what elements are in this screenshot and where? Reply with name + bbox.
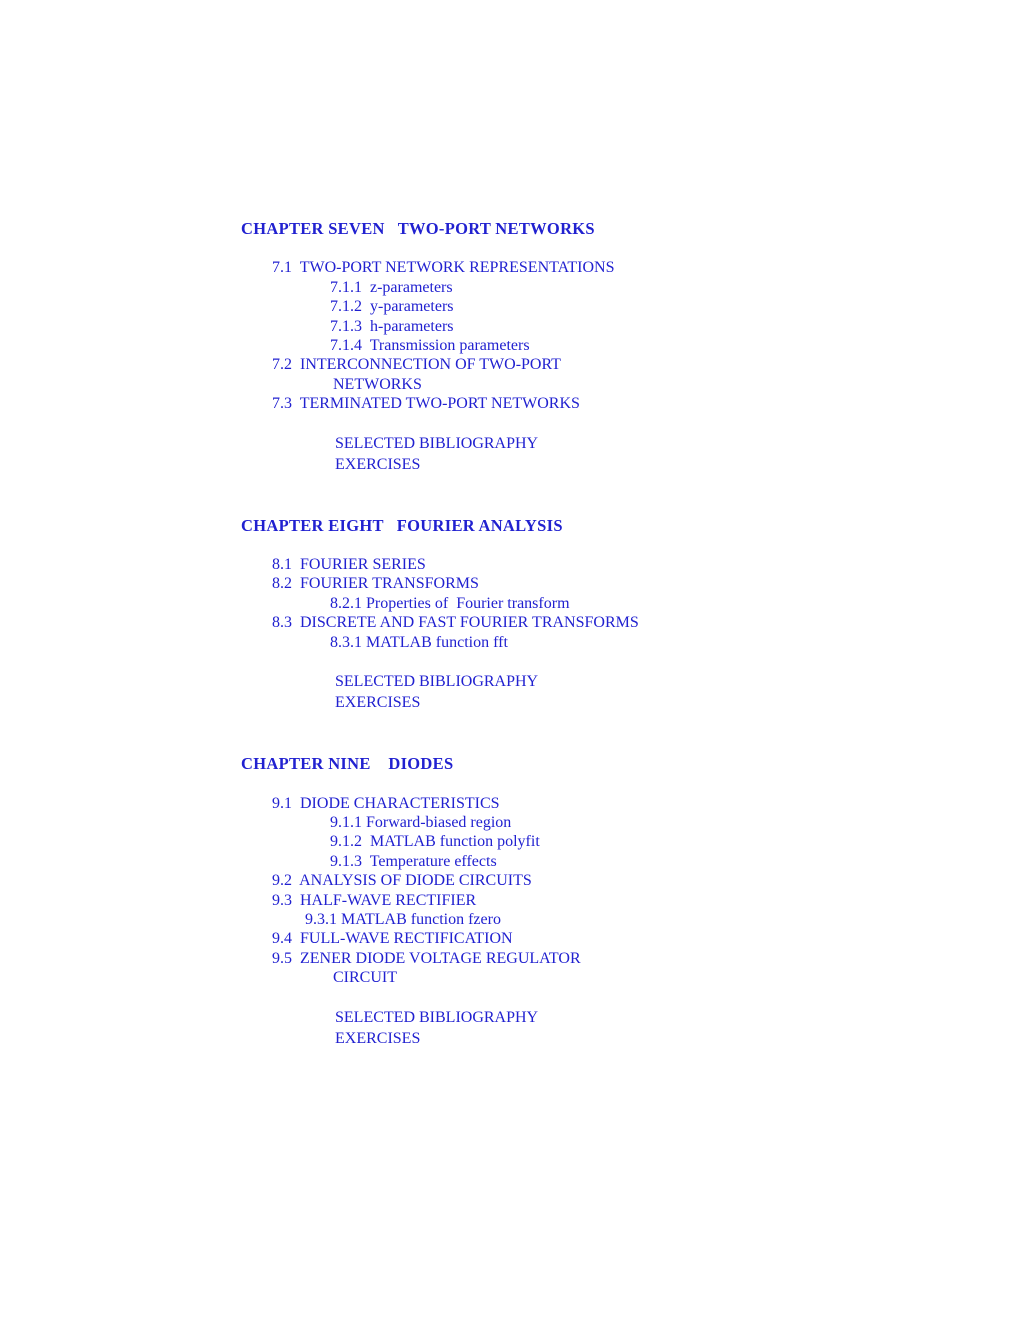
chapter-backmatter: SELECTED BIBLIOGRAPHY EXERCISES bbox=[0, 433, 1020, 475]
toc-entry: 7.1.2 y-parameters bbox=[330, 298, 454, 316]
backmatter-line: EXERCISES bbox=[335, 1029, 421, 1047]
chapter-backmatter: SELECTED BIBLIOGRAPHY EXERCISES bbox=[0, 1007, 1020, 1049]
chapter-entries: 7.1 TWO-PORT NETWORK REPRESENTATIONS 7.1… bbox=[0, 258, 1020, 413]
toc-entry: 7.2 INTERCONNECTION OF TWO-PORT bbox=[272, 356, 561, 374]
toc-entry: 9.1.3 Temperature effects bbox=[330, 852, 497, 870]
chapter-title: CHAPTER EIGHT FOURIER ANALYSIS bbox=[241, 515, 563, 535]
toc-entry: 7.1.4 Transmission parameters bbox=[330, 337, 530, 355]
chapter-title: CHAPTER NINE DIODES bbox=[241, 754, 454, 774]
toc-entry: 9.4 FULL-WAVE RECTIFICATION bbox=[272, 930, 513, 948]
toc-entry: 9.3 HALF-WAVE RECTIFIER bbox=[272, 891, 477, 909]
backmatter-line: EXERCISES bbox=[335, 455, 421, 473]
toc-entry: 7.3 TERMINATED TWO-PORT NETWORKS bbox=[272, 395, 580, 413]
chapter-backmatter: SELECTED BIBLIOGRAPHY EXERCISES bbox=[0, 671, 1020, 713]
toc-entry: 8.2.1 Properties of Fourier transform bbox=[330, 594, 570, 612]
toc-entry: 7.1.3 h-parameters bbox=[330, 317, 454, 335]
toc-entry: NETWORKS bbox=[333, 375, 422, 393]
chapter-block-2: CHAPTER EIGHT FOURIER ANALYSIS 8.1 FOURI… bbox=[0, 516, 1020, 713]
toc-entry: CIRCUIT bbox=[333, 969, 397, 987]
backmatter-line: EXERCISES bbox=[335, 694, 421, 712]
table-of-contents: CHAPTER SEVEN TWO-PORT NETWORKS 7.1 TWO-… bbox=[0, 219, 1020, 1049]
toc-entry: 8.3.1 MATLAB function fft bbox=[330, 633, 508, 651]
backmatter-line: SELECTED BIBLIOGRAPHY bbox=[335, 673, 539, 691]
backmatter-line: SELECTED BIBLIOGRAPHY bbox=[335, 434, 539, 452]
chapter-block-1: CHAPTER SEVEN TWO-PORT NETWORKS 7.1 TWO-… bbox=[0, 219, 1020, 475]
chapter-entries: 8.1 FOURIER SERIES 8.2 FOURIER TRANSFORM… bbox=[0, 555, 1020, 652]
toc-entry: 9.2 ANALYSIS OF DIODE CIRCUITS bbox=[272, 872, 532, 890]
toc-entry: 9.1.2 MATLAB function polyfit bbox=[330, 833, 540, 851]
toc-entry: 9.1.1 Forward-biased region bbox=[330, 813, 512, 831]
toc-entry: 9.3.1 MATLAB function fzero bbox=[305, 910, 501, 928]
toc-entry: 9.1 DIODE CHARACTERISTICS bbox=[272, 794, 500, 812]
toc-entry: 7.1.1 z-parameters bbox=[330, 278, 453, 296]
toc-entry: 8.1 FOURIER SERIES bbox=[272, 556, 426, 574]
toc-entry: 9.5 ZENER DIODE VOLTAGE REGULATOR bbox=[272, 949, 581, 967]
backmatter-line: SELECTED BIBLIOGRAPHY bbox=[335, 1008, 539, 1026]
toc-entry: 7.1 TWO-PORT NETWORK REPRESENTATIONS bbox=[272, 259, 615, 277]
chapter-block-3: CHAPTER NINE DIODES 9.1 DIODE CHARACTERI… bbox=[0, 754, 1020, 1048]
chapter-title: CHAPTER SEVEN TWO-PORT NETWORKS bbox=[241, 219, 595, 238]
toc-entry: 8.3 DISCRETE AND FAST FOURIER TRANSFORMS bbox=[272, 614, 639, 632]
chapter-entries: 9.1 DIODE CHARACTERISTICS 9.1.1 Forward-… bbox=[0, 794, 1020, 988]
toc-entry: 8.2 FOURIER TRANSFORMS bbox=[272, 575, 479, 593]
